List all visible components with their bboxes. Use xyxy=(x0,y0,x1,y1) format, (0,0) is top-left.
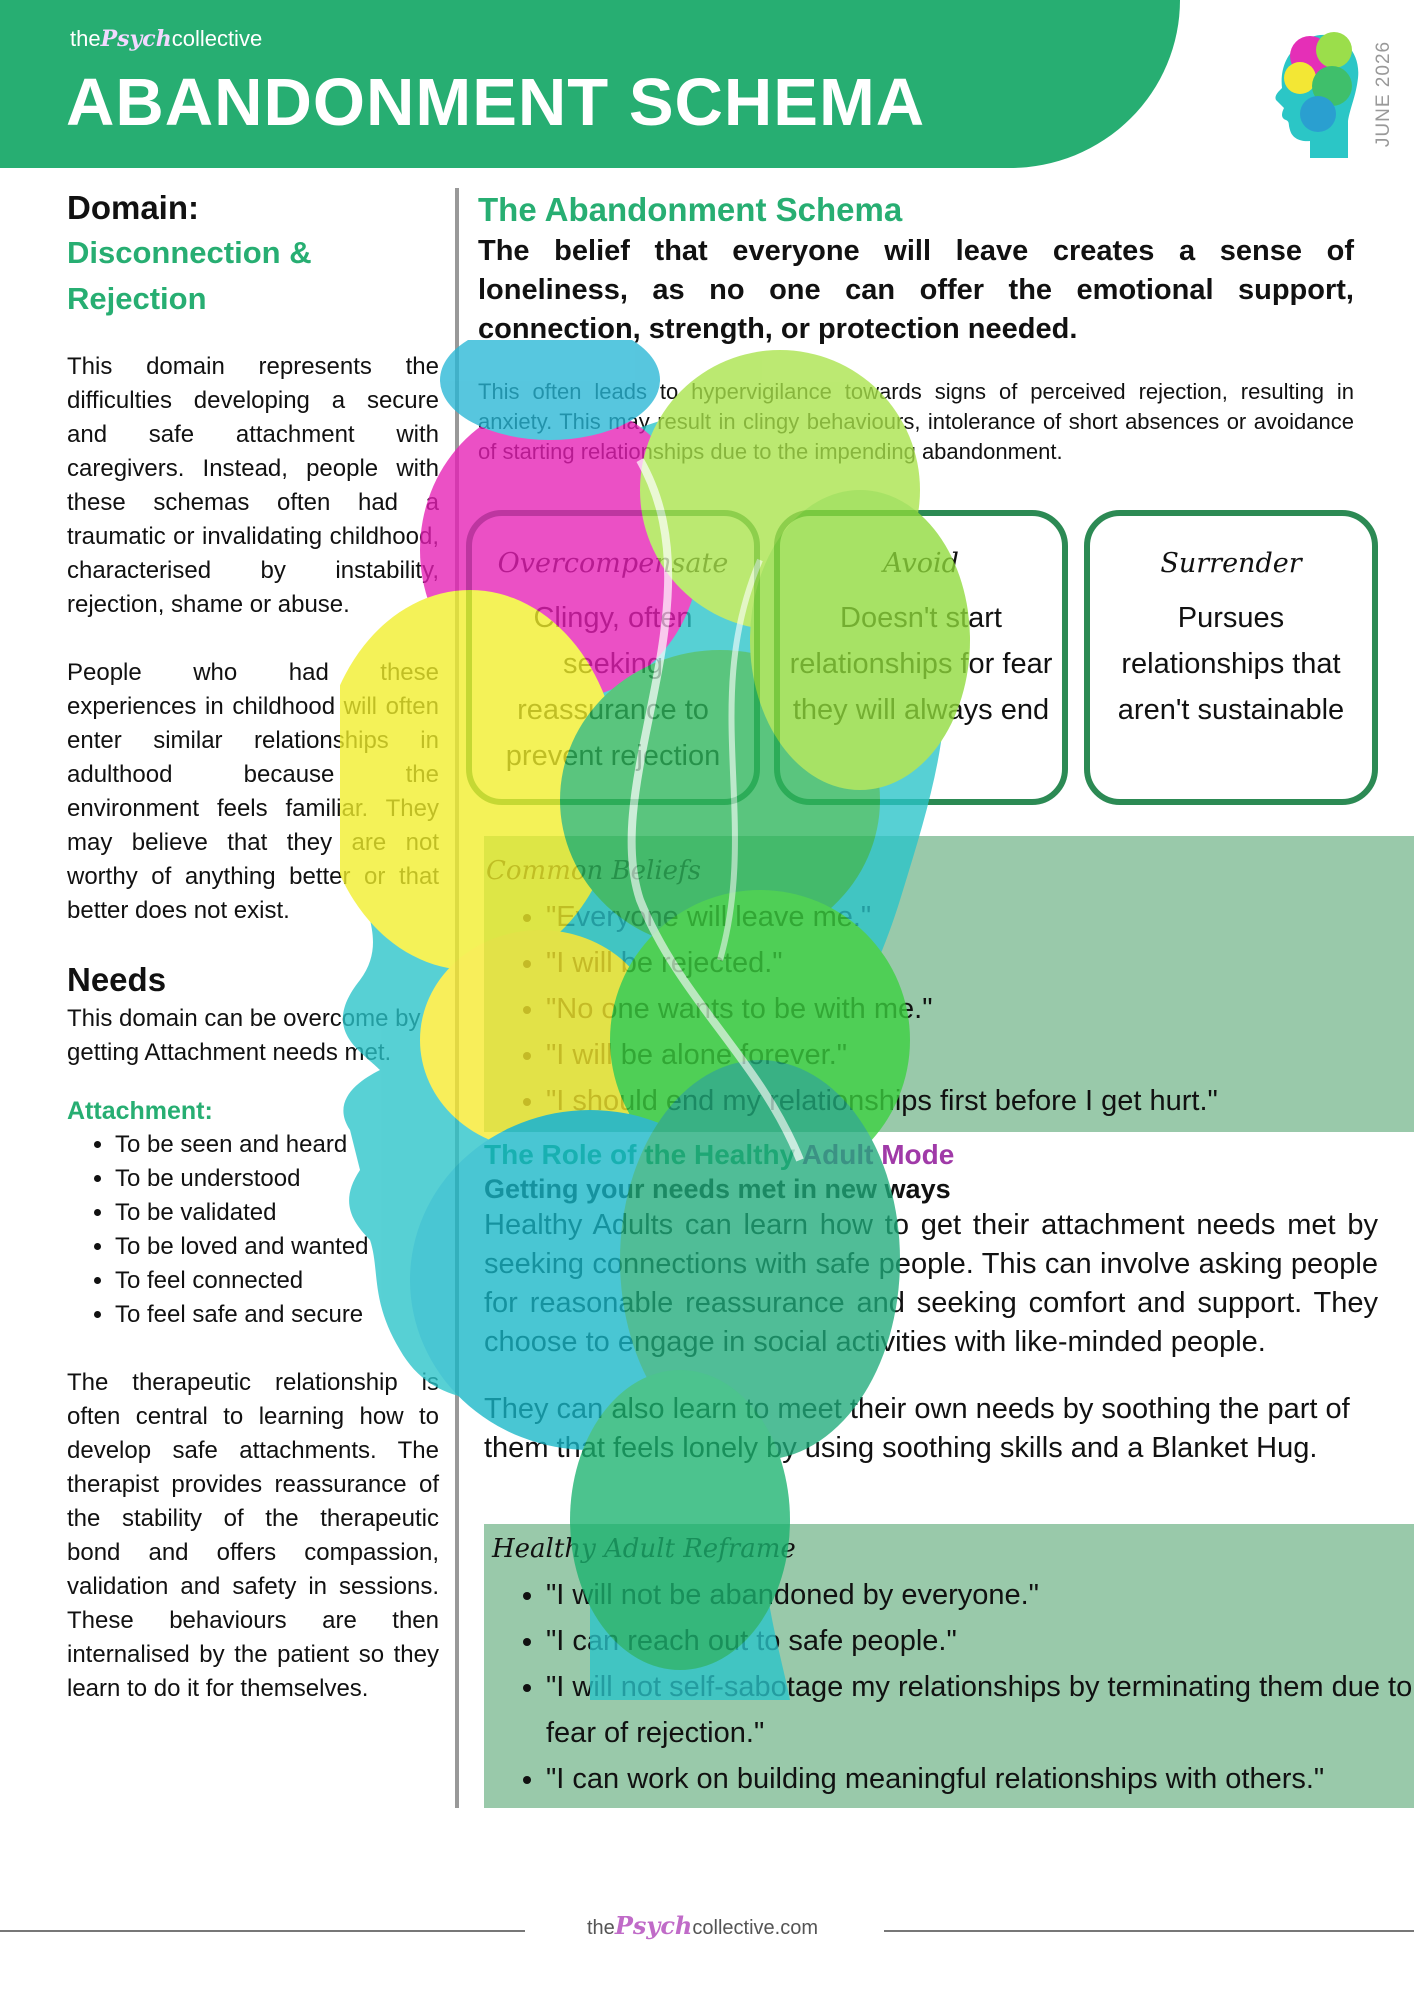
childhood-paragraph: People who had these experiences in chil… xyxy=(67,659,439,924)
beliefs-list: "Everyone will leave me." "I will be rej… xyxy=(484,894,1414,1124)
reframe-title: Healthy Adult Reframe xyxy=(492,1534,796,1564)
common-beliefs-box: Common Beliefs "Everyone will leave me."… xyxy=(484,836,1414,1132)
belief-item: "Everyone will leave me." xyxy=(546,894,1414,940)
header-banner: thePsychcollective ABANDONMENT SCHEMA xyxy=(0,0,1180,168)
attachment-item: To feel safe and secure xyxy=(115,1298,439,1332)
card-title: Surrender xyxy=(1160,548,1302,579)
attachment-item: To be loved and wanted xyxy=(115,1230,439,1264)
healthy-adult-title: The Role of the Healthy Adult Mode xyxy=(484,1138,1378,1172)
card-surrender: Surrender Pursues relationships that are… xyxy=(1084,510,1378,805)
title-prefix: The Role of the Healthy xyxy=(484,1139,802,1170)
coping-styles: Overcompensate Clingy, often seeking rea… xyxy=(466,510,1390,815)
healthy-adult-section: The Role of the Healthy Adult Mode Getti… xyxy=(484,1138,1378,1468)
footer-rule-right xyxy=(884,1930,1414,1932)
footer-rule-left xyxy=(0,1930,525,1932)
attachment-list: To be seen and heard To be understood To… xyxy=(67,1128,439,1332)
footer-script: Psych xyxy=(614,1911,693,1940)
attachment-heading: Attachment: xyxy=(67,1097,213,1125)
domain-heading: Domain: xyxy=(67,189,199,226)
healthy-adult-reframe-box: Healthy Adult Reframe "I will not be aba… xyxy=(484,1524,1414,1808)
title-mode: Adult Mode xyxy=(801,1139,955,1170)
brand-script: Psych xyxy=(100,26,172,52)
brand-suffix: collective xyxy=(171,26,263,51)
lead-statement: The belief that everyone will leave crea… xyxy=(478,235,1354,345)
colorful-head-silhouette-logo-icon xyxy=(1275,32,1359,158)
attachment-item: To be validated xyxy=(115,1196,439,1230)
reframe-item: "I can reach out to safe people." xyxy=(546,1618,1414,1664)
reframe-list: "I will not be abandoned by everyone." "… xyxy=(484,1572,1414,1802)
card-text: Pursues relationships that aren't sustai… xyxy=(1117,602,1345,726)
self-soothing-paragraph: They can also learn to meet their own ne… xyxy=(484,1393,1350,1464)
reframe-item: "I can work on building meaningful relat… xyxy=(546,1756,1414,1802)
attachment-item: To be understood xyxy=(115,1162,439,1196)
belief-item: "No one wants to be with me." xyxy=(546,986,1414,1032)
card-overcompensate: Overcompensate Clingy, often seeking rea… xyxy=(466,510,760,805)
footer-suffix: collective.com xyxy=(692,1917,818,1939)
card-title: Overcompensate xyxy=(497,548,729,579)
brand-prefix: the xyxy=(70,26,101,51)
domain-name-line-2: Rejection xyxy=(67,281,207,316)
left-column: Domain: Disconnection & Rejection This d… xyxy=(67,186,439,1706)
section-title: The Abandonment Schema xyxy=(478,191,903,228)
card-avoid: Avoid Doesn't start relationships for fe… xyxy=(774,510,1068,805)
healthy-adult-paragraph: Healthy Adults can learn how to get thei… xyxy=(484,1209,1378,1358)
belief-item: "I will be alone forever." xyxy=(546,1032,1414,1078)
healthy-adult-subtitle: Getting your needs met in new ways xyxy=(484,1174,951,1204)
needs-text: This domain can be overcome by getting A… xyxy=(67,1005,421,1066)
domain-name-line-1: Disconnection & xyxy=(67,235,312,270)
right-column: The Abandonment Schema The belief that e… xyxy=(478,188,1354,467)
footer-website[interactable]: thePsychcollective.com xyxy=(587,1911,818,1940)
beliefs-title: Common Beliefs xyxy=(486,856,701,886)
attachment-item: To be seen and heard xyxy=(115,1128,439,1162)
card-title: Avoid xyxy=(883,548,959,579)
therapeutic-paragraph: The therapeutic relationship is often ce… xyxy=(67,1369,439,1702)
domain-description: This domain represents the difficulties … xyxy=(67,353,439,618)
card-text: Clingy, often seeking reassurance to pre… xyxy=(505,602,721,772)
reframe-item: "I will not be abandoned by everyone." xyxy=(546,1572,1414,1618)
intro-paragraph: This often leads to hypervigilance towar… xyxy=(478,379,1354,464)
column-divider xyxy=(455,188,459,1808)
page-title: ABANDONMENT SCHEMA xyxy=(66,65,926,140)
issue-date: JUNE 2026 xyxy=(1373,40,1394,148)
belief-item: "I will be rejected." xyxy=(546,940,1414,986)
needs-heading: Needs xyxy=(67,961,167,998)
belief-item: "I should end my relationships first bef… xyxy=(546,1078,1414,1124)
brand-logo: thePsychcollective xyxy=(70,26,262,52)
attachment-item: To feel connected xyxy=(115,1264,439,1298)
card-text: Doesn't start relationships for fear the… xyxy=(789,602,1053,726)
header-swoosh xyxy=(1062,0,1180,168)
reframe-item: "I will not self-sabotage my relationshi… xyxy=(546,1664,1414,1756)
footer-prefix: the xyxy=(587,1917,615,1939)
